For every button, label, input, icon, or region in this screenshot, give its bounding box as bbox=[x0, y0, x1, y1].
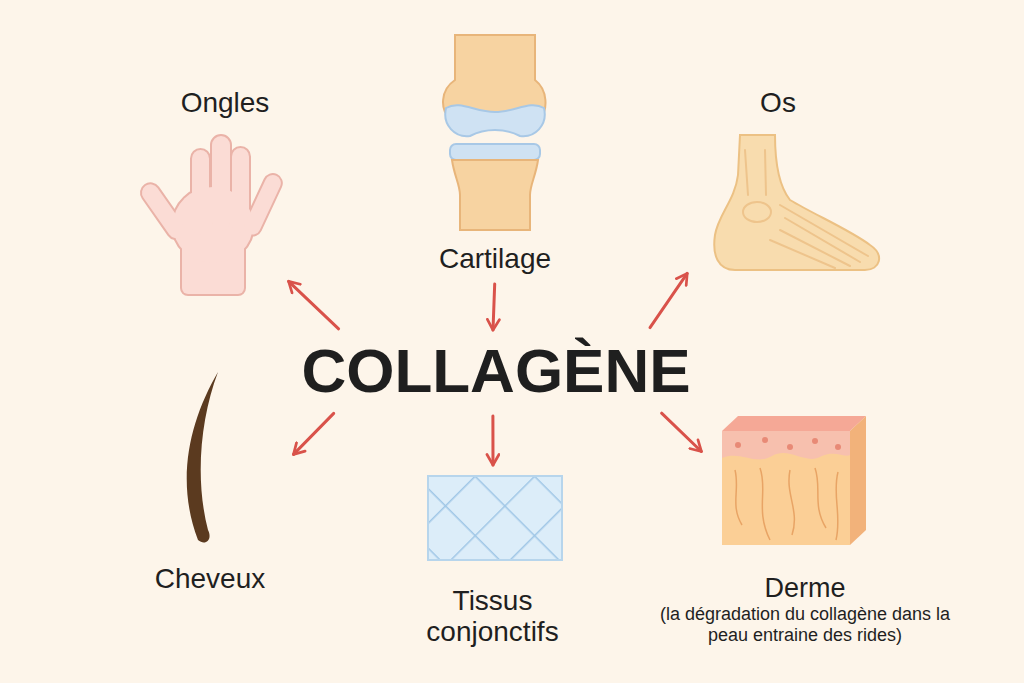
part-label-box: Cartilage bbox=[420, 30, 570, 275]
foot-outline bbox=[714, 135, 879, 270]
part-label: Derme bbox=[764, 574, 845, 604]
hand-fill bbox=[139, 136, 284, 294]
tibia-bone bbox=[452, 160, 538, 230]
part-label-box: Ongles bbox=[150, 88, 300, 278]
tissue-grid-lines bbox=[428, 476, 562, 560]
connector-arrow bbox=[493, 284, 495, 330]
dermis-fiber bbox=[735, 468, 838, 540]
skin-side bbox=[850, 416, 866, 545]
part-label-box: Derme(la dégradation du collagène dans l… bbox=[640, 455, 970, 647]
hair-strand bbox=[187, 372, 218, 542]
skin-dot bbox=[735, 442, 741, 448]
part-label: Os bbox=[760, 88, 796, 119]
connector-arrow bbox=[289, 281, 339, 328]
cartilage-layer bbox=[450, 144, 540, 160]
skin-dot bbox=[762, 437, 768, 443]
tissue-grid bbox=[428, 476, 562, 560]
connector-arrow bbox=[650, 273, 687, 327]
leg-bone bbox=[745, 150, 766, 195]
foot-bone bbox=[770, 205, 868, 268]
skin-dot bbox=[787, 444, 793, 450]
skin-top bbox=[722, 416, 866, 431]
dermis-layer bbox=[722, 453, 850, 545]
part-note: (la dégradation du collagène dans la pea… bbox=[655, 604, 955, 647]
connector-arrow bbox=[491, 416, 494, 465]
central-title: COLLAGÈNE bbox=[301, 337, 690, 405]
connector-arrow bbox=[662, 413, 702, 451]
part-label-box: Tissus conjonctifs bbox=[410, 470, 575, 648]
connector-arrow bbox=[294, 413, 334, 454]
skin-dot bbox=[812, 438, 818, 444]
skin-dot bbox=[835, 444, 841, 450]
cartilage-layer bbox=[445, 105, 544, 136]
central-term: COLLAGÈNE bbox=[300, 335, 692, 407]
part-label: Tissus conjonctifs bbox=[410, 586, 575, 648]
part-label: Cheveux bbox=[155, 564, 266, 595]
part-label-box: Cheveux bbox=[130, 365, 290, 595]
hand-outline bbox=[139, 136, 284, 294]
foot-bone bbox=[743, 202, 771, 222]
part-label: Cartilage bbox=[439, 244, 551, 275]
part-label-box: Os bbox=[690, 88, 866, 273]
part-label: Ongles bbox=[181, 88, 270, 119]
